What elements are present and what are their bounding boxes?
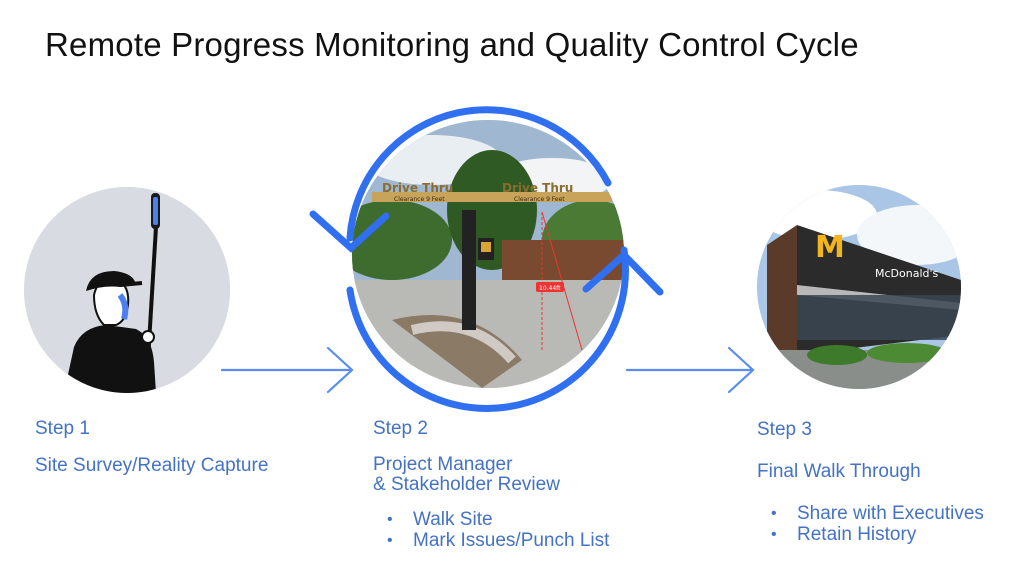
store-sign: McDonald's [875, 267, 939, 280]
flow-arrow-1-head [326, 346, 354, 394]
cycle-arc-bottom [346, 246, 629, 412]
diagram-title: Remote Progress Monitoring and Quality C… [45, 26, 859, 63]
svg-text:M: M [815, 230, 845, 265]
flow-arrow-2-head [727, 346, 755, 394]
step1-heading: Site Survey/Reality Capture [35, 455, 269, 476]
step2-heading: Project Manager & Stakeholder Review [373, 455, 560, 495]
step2-bullet: Mark Issues/Punch List [385, 530, 609, 551]
step3-bullet: Retain History [769, 524, 984, 545]
site-survey-image [24, 187, 230, 393]
drive-thru-review-image: Drive Thru Drive Thru Clearance 9 Feet C… [352, 120, 624, 388]
step2-heading-line1: Project Manager [373, 454, 513, 475]
step2-bullet: Walk Site [385, 509, 609, 530]
clearance-text-2: Clearance 9 Feet [514, 196, 565, 203]
step3-heading: Final Walk Through [757, 461, 921, 482]
step3-bullets: Share with Executives Retain History [769, 503, 984, 545]
step2-bullets: Walk Site Mark Issues/Punch List [385, 509, 609, 551]
drive-thru-sign-2: Drive Thru [502, 181, 573, 195]
final-walkthrough-image: M McDonald's [757, 185, 961, 389]
measure-tag: 10.44ft [539, 285, 561, 292]
clearance-text-1: Clearance 9 Feet [394, 196, 445, 203]
cycle-arrowhead-right [582, 250, 664, 296]
cycle-arrowhead-left [309, 210, 390, 253]
cycle-arc-top [346, 106, 612, 242]
step1-label: Step 1 [35, 418, 90, 439]
drive-thru-sign-1: Drive Thru [382, 181, 453, 195]
step3-label: Step 3 [757, 419, 812, 440]
step2-label: Step 2 [373, 418, 428, 439]
step3-bullet: Share with Executives [769, 503, 984, 524]
step2-heading-line2: & Stakeholder Review [373, 474, 560, 495]
